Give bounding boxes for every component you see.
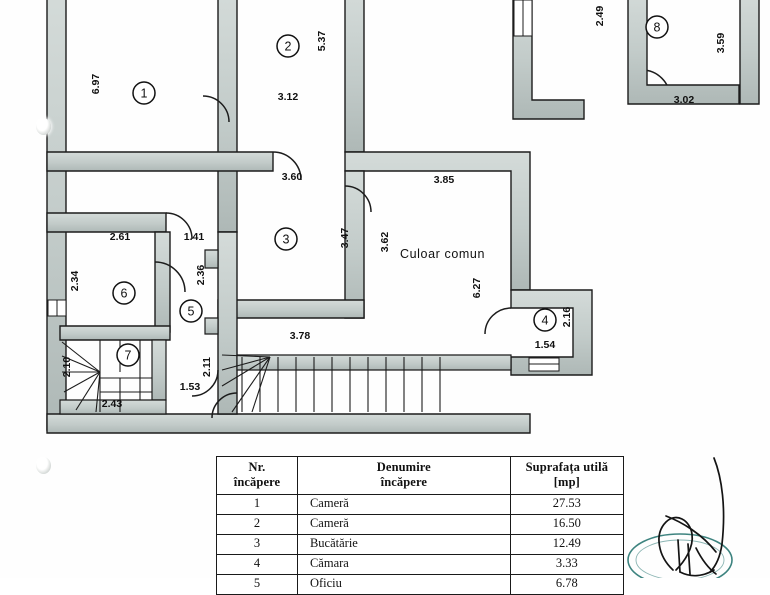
dimension-d-3-12: 3.12 — [278, 91, 299, 103]
room-marker-circle — [132, 81, 156, 105]
main-unit-walls — [46, 0, 593, 434]
room-marker-6: 6 — [112, 281, 136, 305]
dimension-d-2-61: 2.61 — [110, 231, 131, 243]
dimension-d-2-43: 2.43 — [102, 398, 123, 410]
dimension-d-1-54: 1.54 — [535, 339, 556, 351]
row-name: Cameră — [296, 513, 511, 535]
room-marker-3: 3 — [274, 227, 298, 251]
row-area: 12.49 — [509, 533, 625, 555]
room-area-table: Nr. încăpere Denumire încăpere Suprafața… — [216, 456, 625, 595]
row-nr: 4 — [216, 553, 298, 575]
window-openings — [47, 299, 560, 372]
room-number-text: 4 — [542, 314, 549, 328]
room-marker-4: 4 — [533, 308, 557, 332]
secondary-staircase — [61, 340, 152, 413]
row-name: Cameră — [296, 493, 511, 515]
dimension-d-3-85: 3.85 — [434, 174, 455, 186]
room-marker-circle — [276, 34, 300, 58]
dimension-d-3-47: 3.47 — [339, 228, 351, 249]
main-staircase — [221, 354, 441, 413]
header-area-line2: [mp] — [553, 474, 580, 489]
row-nr: 2 — [216, 513, 298, 535]
dimension-d-1-53: 1.53 — [180, 381, 201, 393]
corridor-label: Culoar comun — [400, 247, 485, 261]
room-number-text: 5 — [188, 305, 195, 319]
dimension-d-3-60: 3.60 — [282, 171, 303, 183]
room-number-text: 8 — [654, 21, 661, 35]
row-area: 16.50 — [509, 513, 625, 535]
header-name-line1: Denumire — [376, 460, 431, 474]
row-area: 6.78 — [509, 573, 625, 595]
row-name: Oficiu — [296, 573, 511, 595]
dimension-d-5-37: 5.37 — [316, 31, 328, 52]
header-name-line2: încăpere — [380, 474, 428, 489]
dimension-labels: 6.97 5.37 3.12 3.60 3.85 3.47 3.62 6.27 2.61 1.41… — [61, 6, 727, 410]
dimension-d-2-34: 2.34 — [69, 271, 81, 292]
room-number-text: 3 — [283, 233, 290, 247]
row-area: 27.53 — [509, 493, 625, 515]
dimension-d-6-97: 6.97 — [90, 74, 102, 95]
punch-hole-top — [36, 118, 51, 135]
row-area: 3.33 — [509, 553, 625, 575]
table-header-row: Nr. încăpere Denumire încăpere Suprafața… — [216, 456, 625, 495]
room-number-text: 2 — [285, 40, 292, 54]
dimension-d-3-78: 3.78 — [290, 330, 311, 342]
dimension-d-3-59: 3.59 — [715, 33, 727, 54]
room-marker-circle — [533, 308, 557, 332]
room-marker-2: 2 — [276, 34, 300, 58]
door-swings — [154, 69, 671, 419]
room-marker-circle — [645, 15, 669, 39]
room-number-text: 6 — [121, 287, 128, 301]
room-marker-circle — [179, 299, 203, 323]
header-nr-line1: Nr. — [248, 460, 266, 474]
room-marker-5: 5 — [179, 299, 203, 323]
row-name: Cămara — [296, 553, 511, 575]
room-number-markers: 1 2 3 4 5 6 7 8 — [112, 15, 669, 367]
dimension-d-2-49: 2.49 — [594, 6, 606, 27]
dimension-d-3-02: 3.02 — [674, 94, 695, 106]
room-marker-circle — [116, 343, 140, 367]
header-nr-line2: încăpere — [233, 474, 281, 489]
header-nr: Nr. încăpere — [216, 456, 298, 495]
dimension-d-1-41: 1.41 — [184, 231, 205, 243]
room-marker-circle — [112, 281, 136, 305]
dimension-d-2-11: 2.11 — [201, 357, 213, 377]
room-marker-8: 8 — [645, 15, 669, 39]
room-number-text: 7 — [125, 349, 132, 363]
dimension-d-6-27: 6.27 — [471, 278, 483, 299]
dimension-d-2-10: 2.10 — [61, 357, 73, 378]
row-name: Bucătărie — [296, 533, 511, 555]
detached-unit-8 — [512, 0, 760, 120]
table-header: Nr. încăpere Denumire încăpere Suprafața… — [216, 456, 625, 495]
dimension-d-2-36: 2.36 — [195, 265, 207, 286]
header-name: Denumire încăpere — [296, 456, 511, 495]
room-marker-1: 1 — [132, 81, 156, 105]
dimension-d-2-16: 2.16 — [561, 307, 573, 328]
header-area: Suprafața utilă [mp] — [509, 456, 625, 495]
room-marker-circle — [274, 227, 298, 251]
row-nr: 5 — [216, 573, 298, 595]
room-marker-7: 7 — [116, 343, 140, 367]
row-nr: 3 — [216, 533, 298, 555]
room-number-text: 1 — [141, 87, 148, 101]
row-nr: 1 — [216, 493, 298, 515]
header-area-line1: Suprafața utilă — [525, 460, 609, 474]
floor-plan-drawing: 1 2 3 4 5 6 7 8 6.97 5.37 3.12 3.60 3.85 3.47 3.62 6.2… — [46, 0, 760, 434]
punch-hole-bottom — [36, 457, 51, 474]
dimension-d-3-62: 3.62 — [379, 232, 391, 253]
